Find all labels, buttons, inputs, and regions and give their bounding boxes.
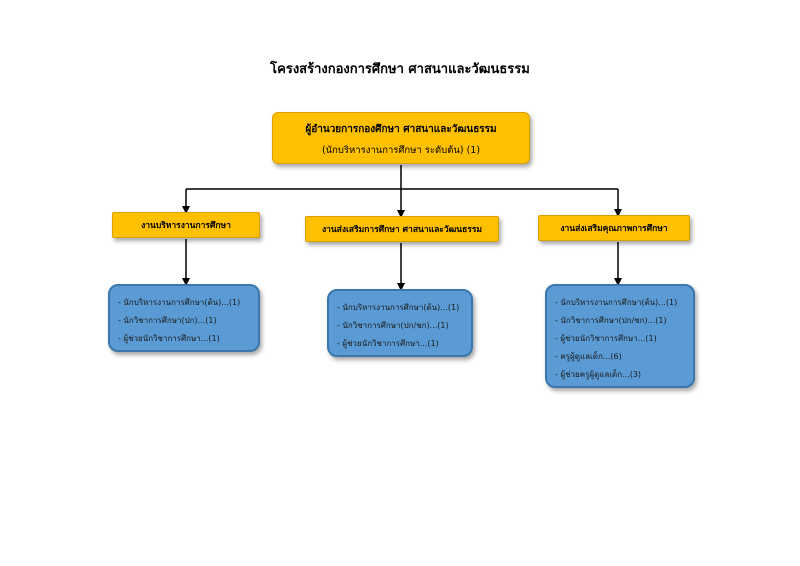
staff-item: - นักวิชาการศึกษา(ปก/ชก)...(1) (337, 321, 449, 330)
page-title: โครงสร้างกองการศึกษา ศาสนาและวัฒนธรรม (270, 62, 530, 77)
division-box-promotion: งานส่งเสริมการศึกษา ศาสนาและวัฒนธรรม (305, 216, 499, 242)
division-box-administration: งานบริหารงานการศึกษา (112, 212, 260, 238)
director-position: (นักบริหารงานการศึกษา ระดับต้น) (1) (321, 145, 481, 156)
director-title: ผู้อำนวยการกองศึกษา ศาสนาและวัฒนธรรม (305, 124, 497, 135)
staff-box-administration: - นักบริหารงานการศึกษา(ต้น)...(1) - นักว… (108, 284, 260, 352)
staff-item: - นักบริหารงานการศึกษา(ต้น)...(1) (555, 298, 678, 307)
staff-item: - ผู้ช่วยครูผู้ดูแลเด็ก...(3) (555, 370, 642, 379)
staff-item: - นักบริหารงานการศึกษา(ต้น)...(1) (118, 298, 241, 307)
staff-item: - ผู้ช่วยนักวิชาการศึกษา...(1) (337, 339, 439, 348)
director-box: ผู้อำนวยการกองศึกษา ศาสนาและวัฒนธรรม (นั… (272, 112, 530, 164)
staff-item: - นักบริหารงานการศึกษา(ต้น)...(1) (337, 303, 460, 312)
staff-item: - ผู้ช่วยนักวิชาการศึกษา...(1) (555, 334, 657, 343)
staff-box-quality: - นักบริหารงานการศึกษา(ต้น)...(1) - นักว… (545, 284, 695, 388)
division-box-quality: งานส่งเสริมคุณภาพการศึกษา (538, 215, 690, 241)
staff-item: - ครูผู้ดูแลเด็ก...(6) (555, 352, 622, 361)
staff-item: - นักวิชาการศึกษา(ปก/ชก)...(1) (555, 316, 667, 325)
staff-item: - ผู้ช่วยนักวิชาการศึกษา...(1) (118, 334, 220, 343)
staff-item: - นักวิชาการศึกษา(ปก)...(1) (118, 316, 217, 325)
staff-box-promotion: - นักบริหารงานการศึกษา(ต้น)...(1) - นักว… (327, 289, 473, 357)
